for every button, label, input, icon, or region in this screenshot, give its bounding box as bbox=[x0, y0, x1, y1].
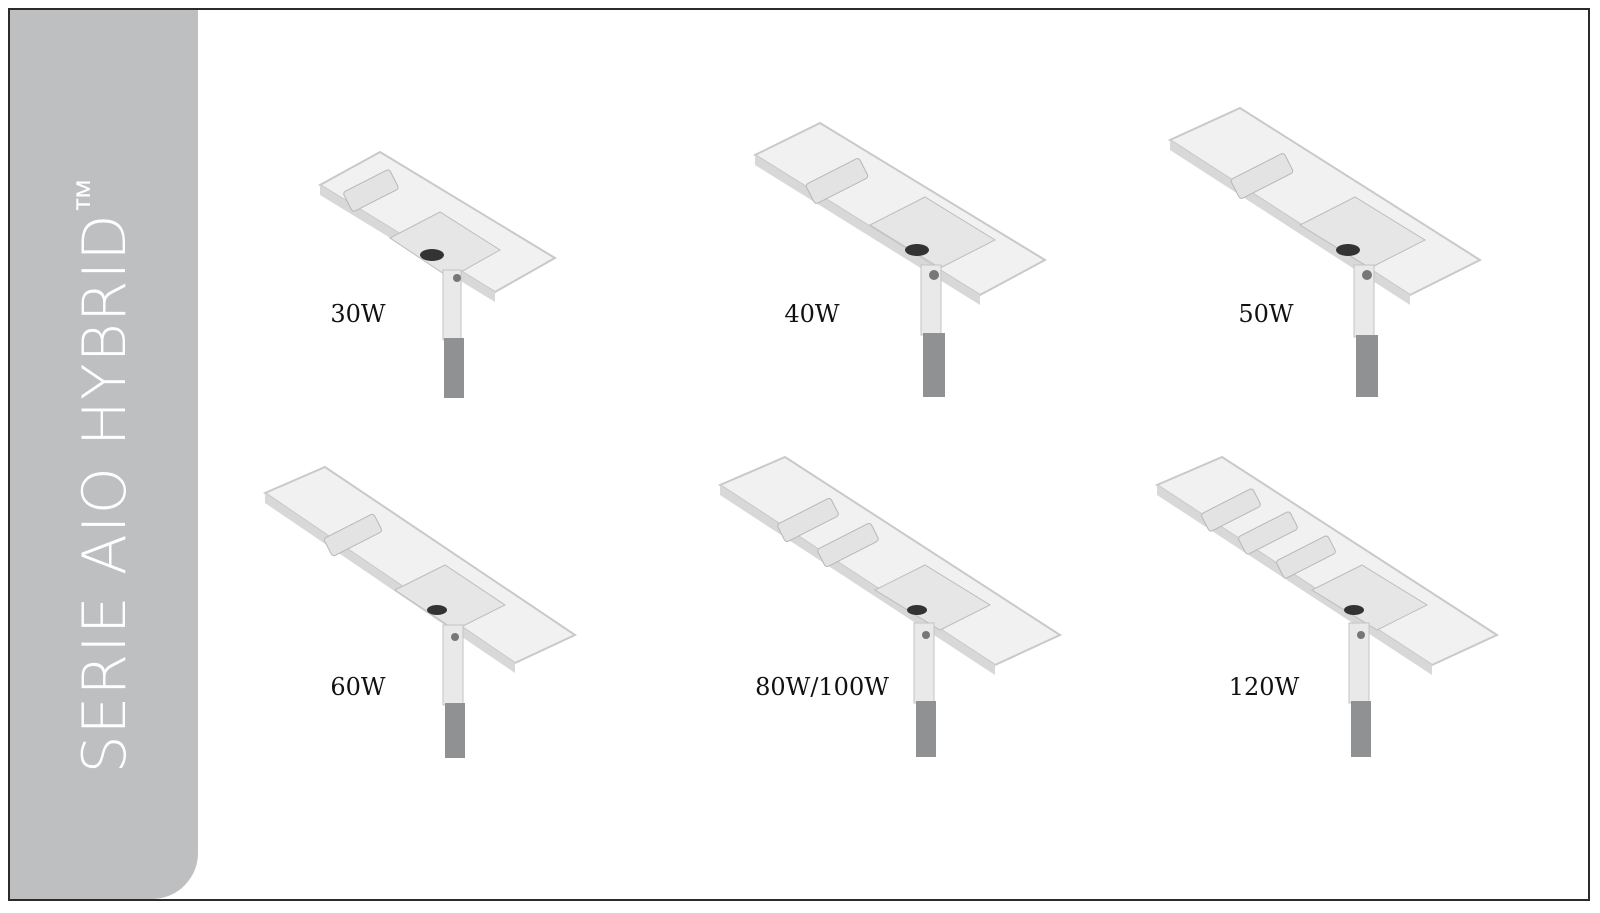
solar-street-light-40w bbox=[752, 121, 1048, 397]
product-label-40w: 40W bbox=[784, 300, 840, 328]
product-label-30w: 30W bbox=[330, 300, 386, 328]
solar-street-light-50w bbox=[1167, 106, 1483, 397]
product-label-50w: 50W bbox=[1238, 300, 1294, 328]
product-label-80w-100w: 80W/100W bbox=[755, 673, 889, 701]
series-title-text: SERIE AIO HYBRID bbox=[70, 213, 140, 774]
trademark-symbol: ™ bbox=[69, 176, 110, 214]
series-title: SERIE AIO HYBRID™ bbox=[68, 176, 140, 773]
product-label-120w: 120W bbox=[1228, 673, 1300, 701]
solar-street-light-80w-100w bbox=[717, 455, 1063, 757]
sidebar-band: SERIE AIO HYBRID™ bbox=[10, 10, 198, 899]
solar-street-light-60w bbox=[262, 465, 578, 758]
product-label-60w: 60W bbox=[330, 673, 386, 701]
page-frame: SERIE AIO HYBRID™ 30W 40W bbox=[8, 8, 1590, 901]
solar-street-light-30w bbox=[318, 150, 557, 398]
solar-street-light-120w bbox=[1154, 455, 1500, 757]
